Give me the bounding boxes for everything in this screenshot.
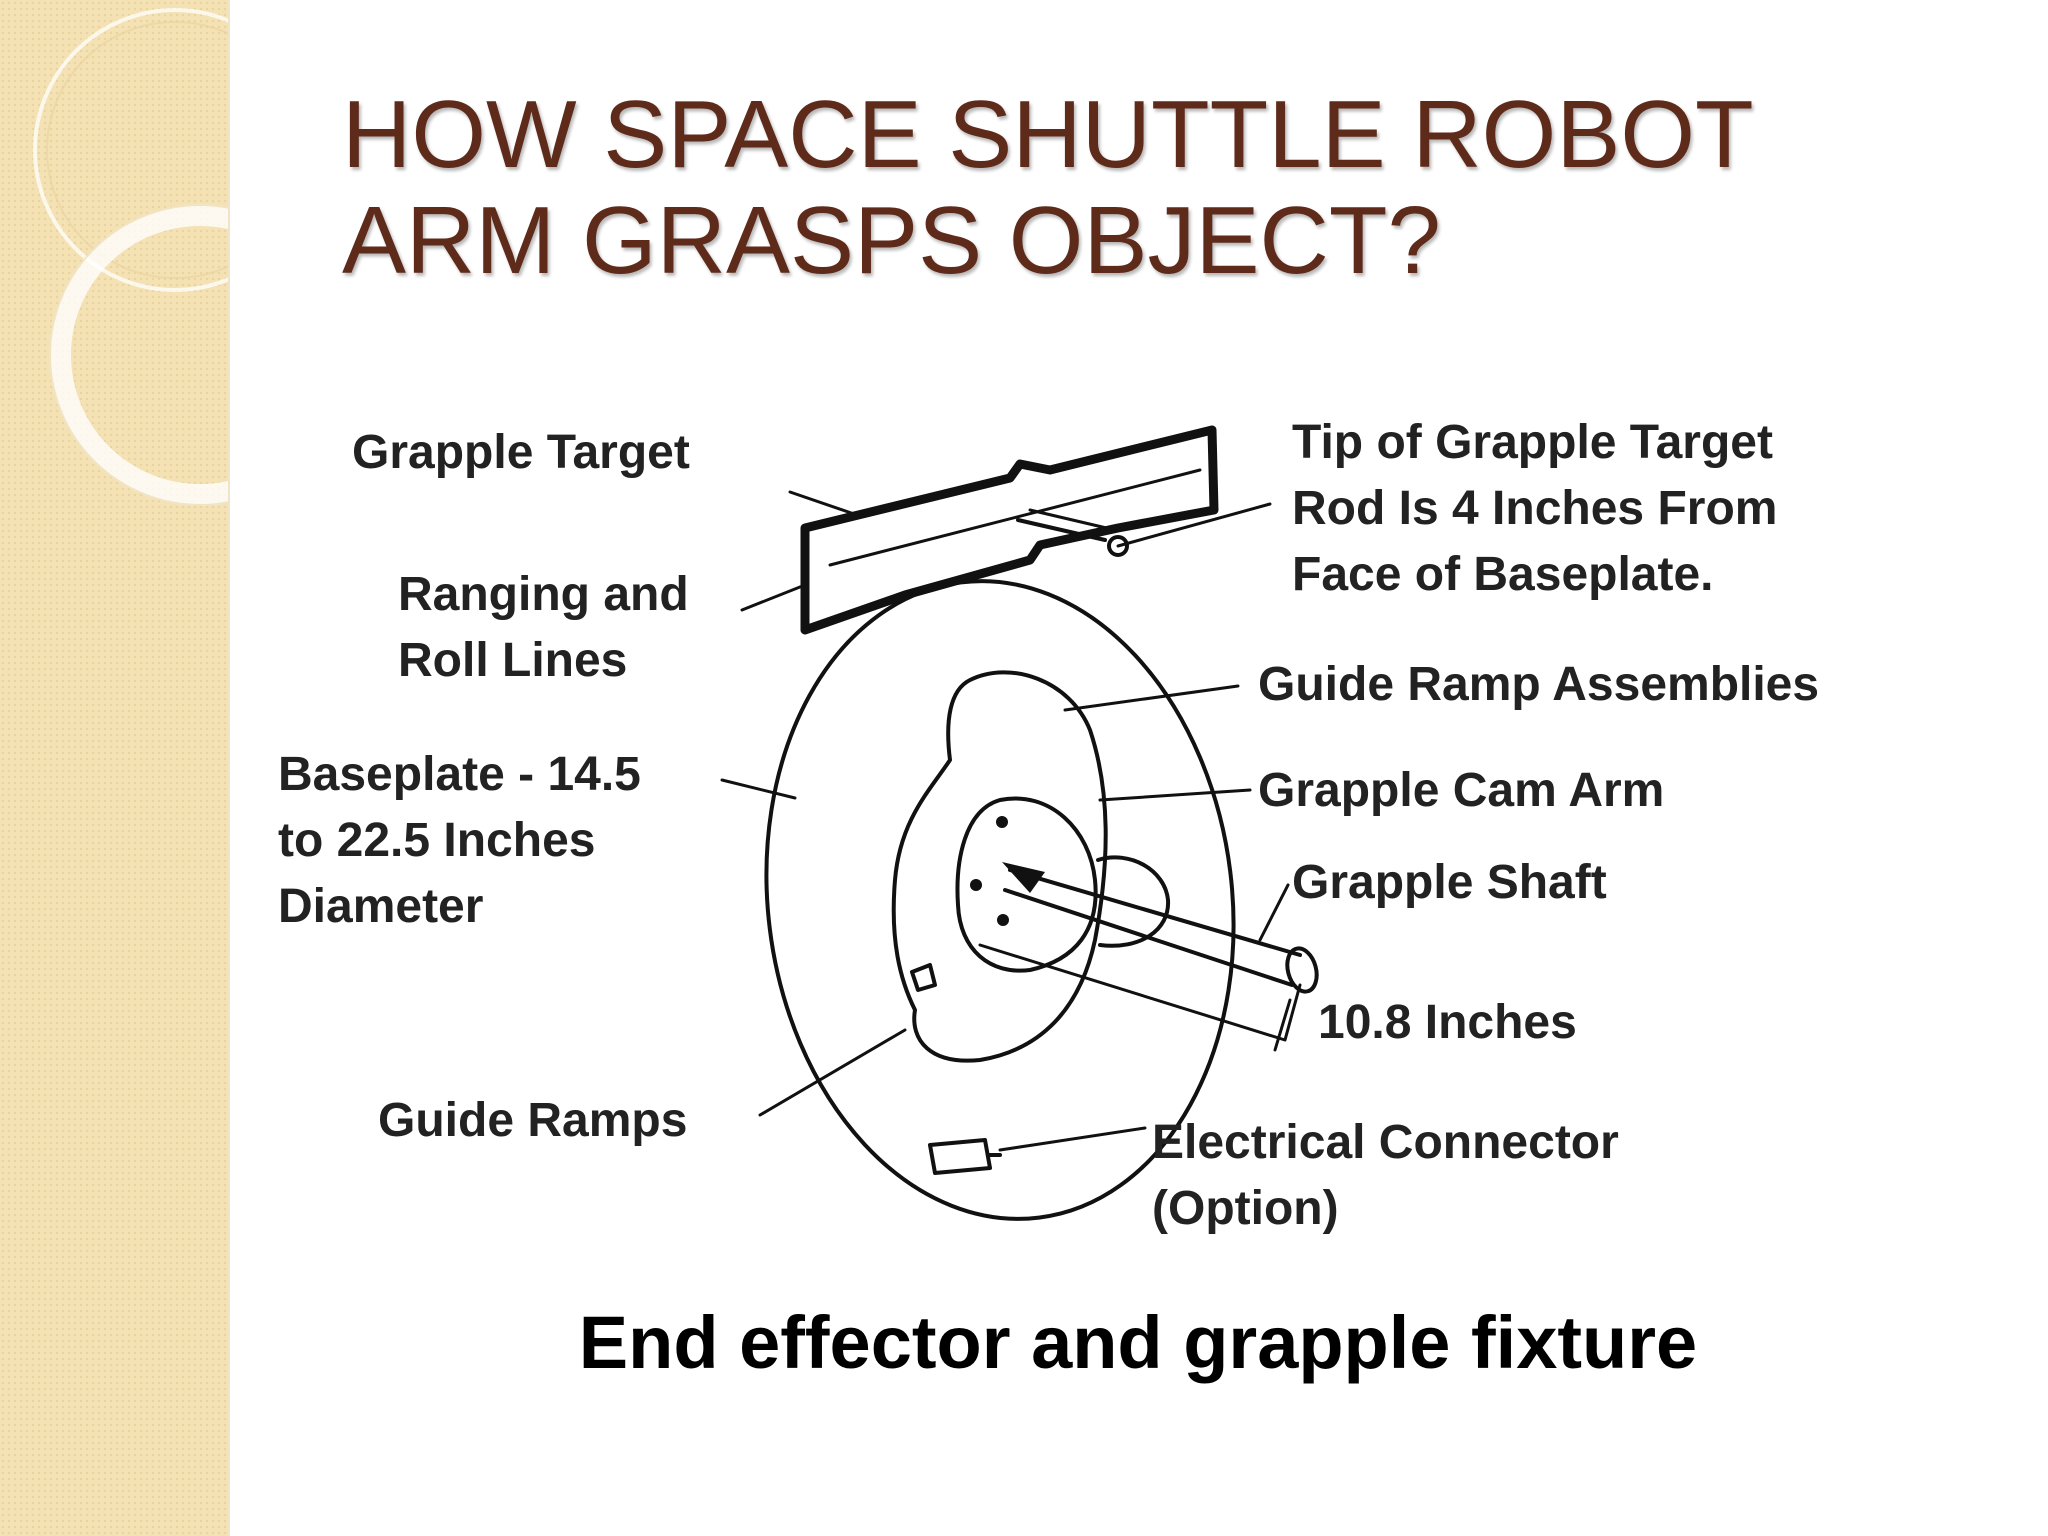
- label-connector-line-1: Electrical Connector: [1152, 1116, 1619, 1169]
- bolt-dot: [997, 914, 1009, 926]
- ranging-roll-lines: [828, 468, 1202, 567]
- bolt-dot: [970, 879, 982, 891]
- guide-ramp-assembly-shape: [891, 670, 1108, 1063]
- bolt-dot: [996, 816, 1008, 828]
- grapple-cam-ring: [955, 796, 1098, 973]
- grapple-shaft-rod: [1003, 868, 1302, 987]
- label-tip-line-3: Face of Baseplate.: [1292, 548, 1714, 601]
- grapple-shaft-tip: [1285, 946, 1319, 994]
- label-guide-ramps: Guide Ramps: [378, 1094, 687, 1147]
- label-grapple-shaft: Grapple Shaft: [1292, 856, 1607, 909]
- leader-lines: [720, 490, 1290, 1152]
- label-ranging-line-2: Roll Lines: [398, 634, 627, 687]
- title-line-1: HOW SPACE SHUTTLE ROBOT: [342, 81, 1754, 188]
- title-line-2: ARM GRASPS OBJECT?: [342, 187, 1441, 294]
- label-baseplate-line-3: Diameter: [278, 880, 483, 933]
- label-ranging-line-1: Ranging and: [398, 568, 689, 621]
- slide-title: HOW SPACE SHUTTLE ROBOT ARM GRASPS OBJEC…: [342, 82, 1942, 294]
- decorative-circles: [33, 8, 228, 506]
- shaft-arrowhead: [1002, 862, 1045, 893]
- label-baseplate-line-1: Baseplate - 14.5: [278, 748, 641, 801]
- electrical-connector-shape: [928, 1138, 1002, 1175]
- label-tip-line-2: Rod Is 4 Inches From: [1292, 482, 1777, 535]
- label-tip-line-1: Tip of Grapple Target: [1292, 416, 1773, 469]
- decorative-sidebar: [0, 0, 230, 1536]
- label-connector-line-2: (Option): [1152, 1182, 1339, 1235]
- grapple-cam-arm-shape: [1096, 855, 1171, 948]
- label-baseplate-line-2: to 22.5 Inches: [278, 814, 595, 867]
- label-guide-ramp-assemblies: Guide Ramp Assemblies: [1258, 658, 1819, 711]
- label-shaft-length: 10.8 Inches: [1318, 996, 1577, 1049]
- label-grapple-target: Grapple Target: [352, 426, 690, 479]
- dimension-line: [978, 943, 1302, 1052]
- grapple-target-plate: [800, 425, 1219, 635]
- target-rod: [1016, 518, 1107, 542]
- figure-caption: End effector and grapple fixture: [578, 1301, 1698, 1384]
- guide-ramp-tab: [910, 963, 937, 992]
- label-grapple-cam-arm: Grapple Cam Arm: [1258, 764, 1664, 817]
